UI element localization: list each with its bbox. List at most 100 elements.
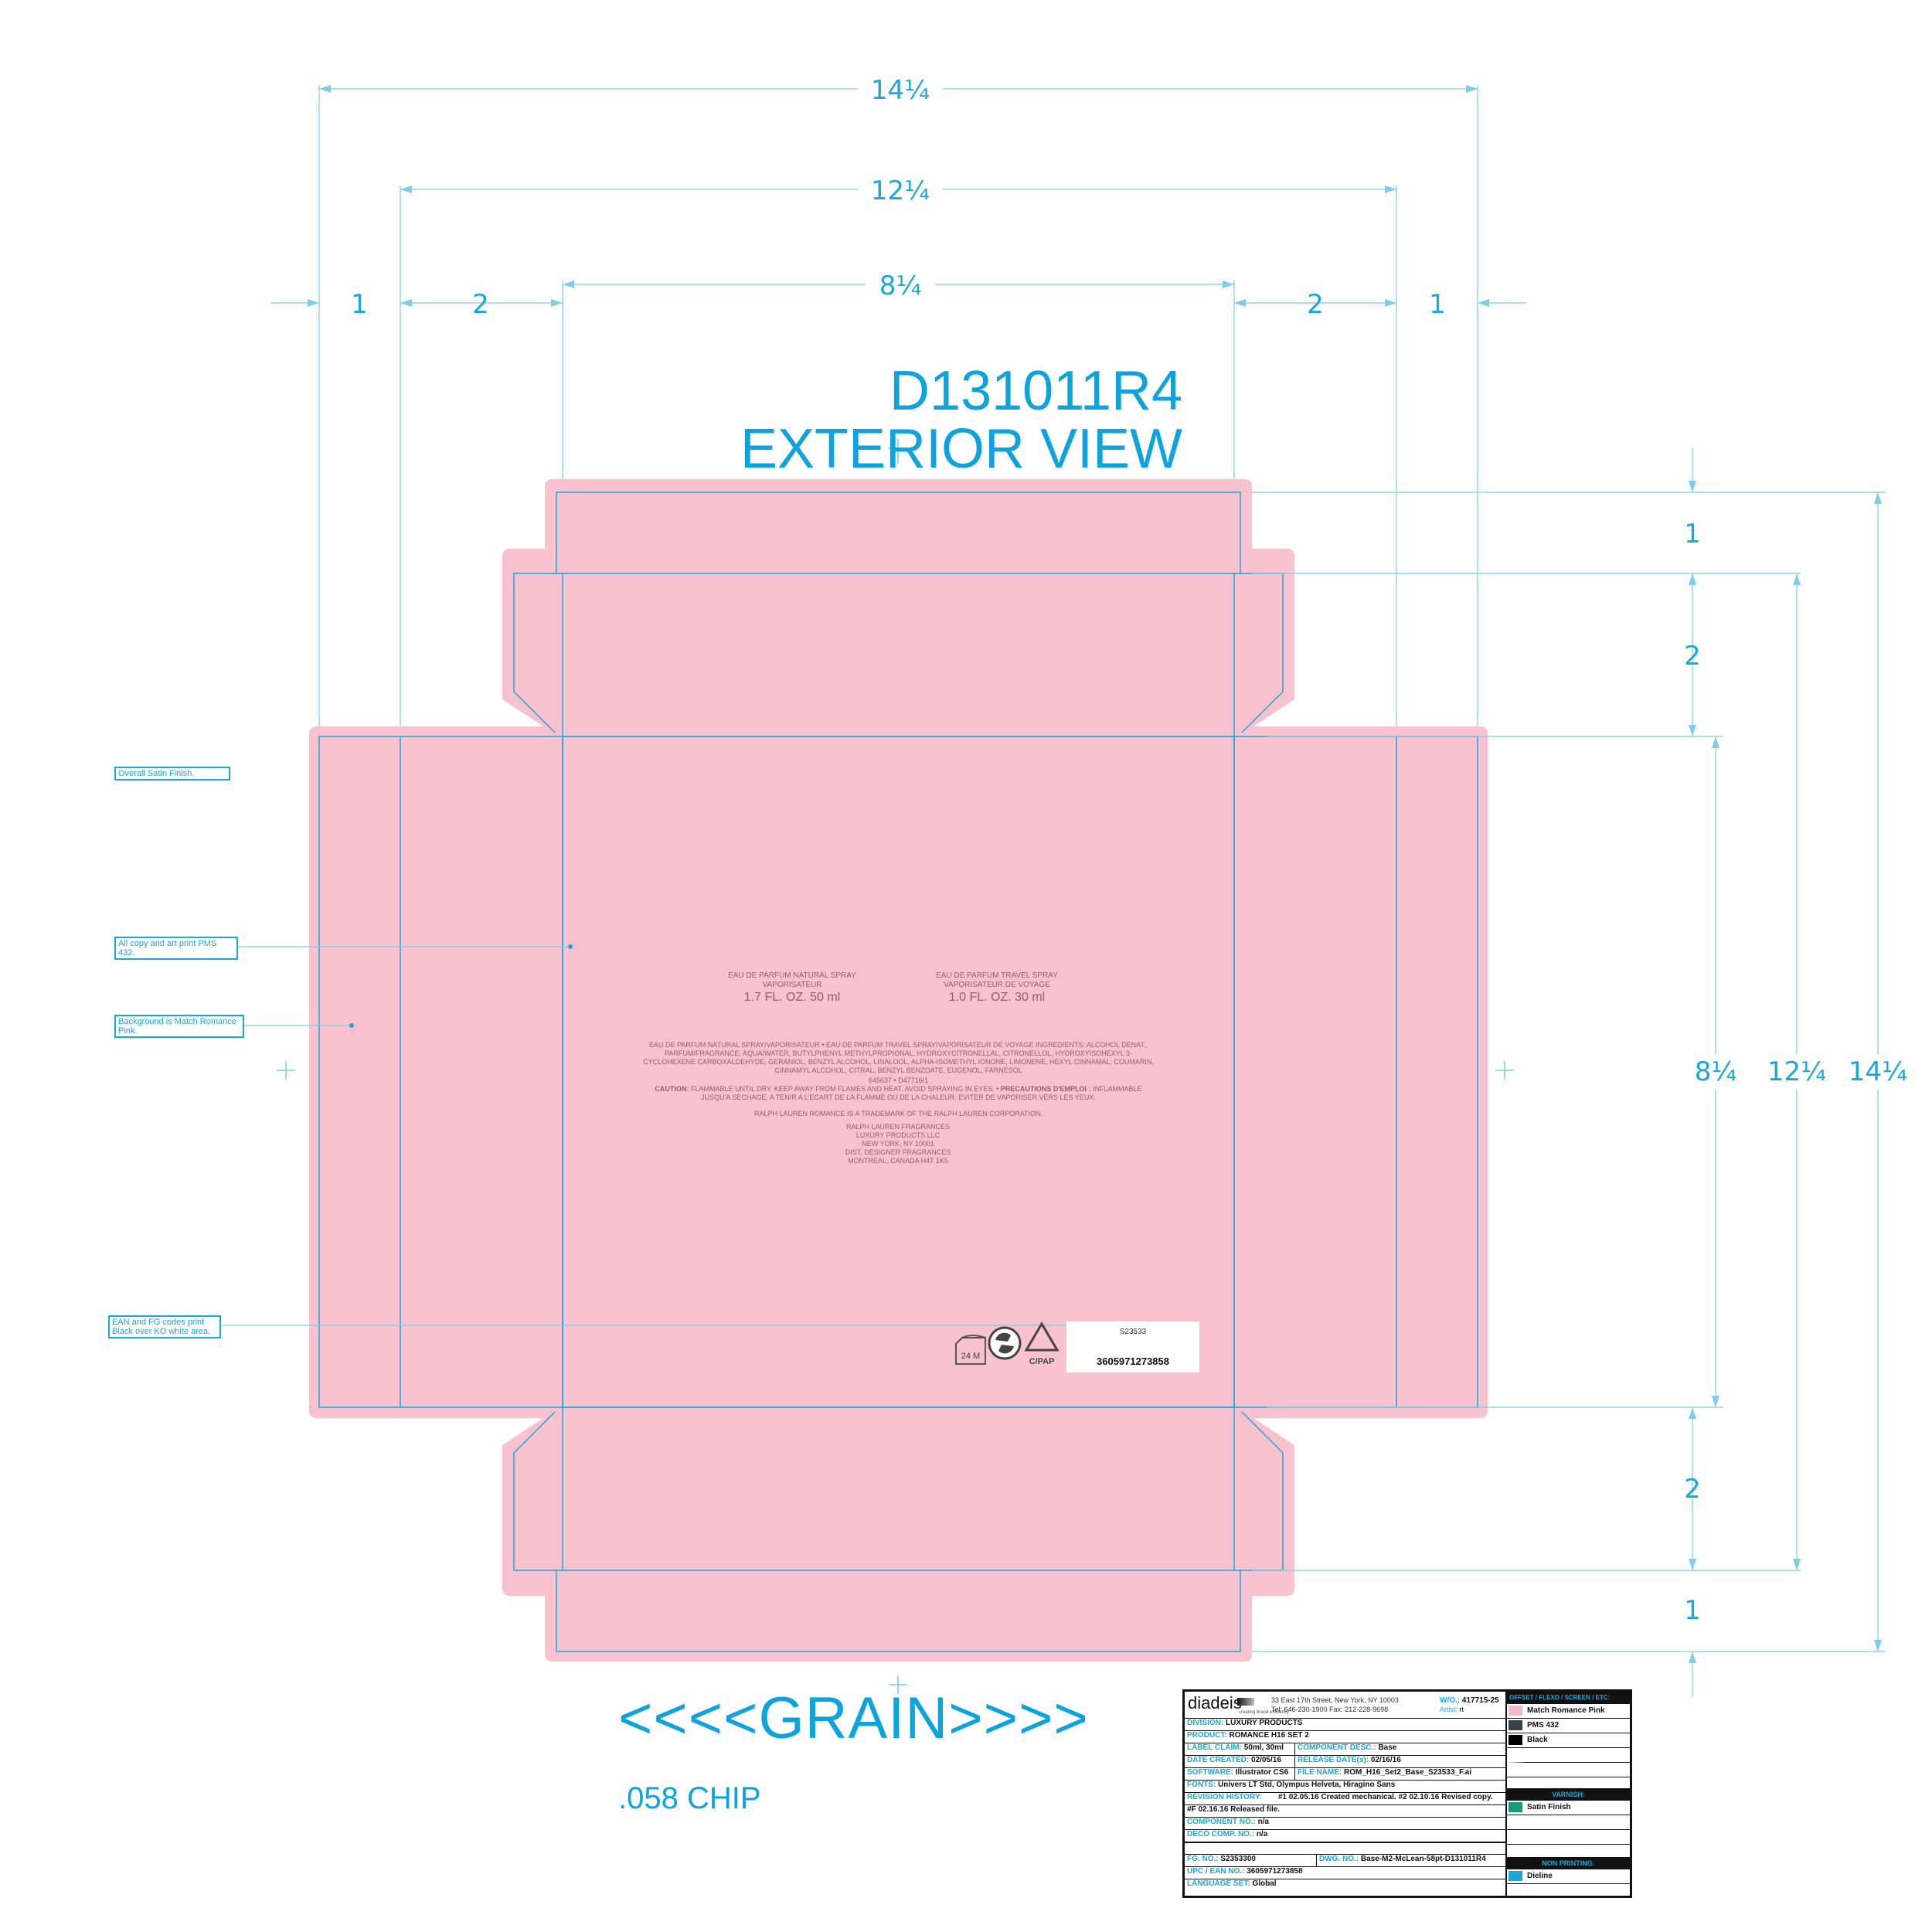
- company-logo: diadeis: [1188, 1693, 1242, 1713]
- product-label: PRODUCT:: [1187, 1731, 1227, 1740]
- dim-right-side: 2: [1307, 289, 1324, 320]
- logo-bar: [1237, 1698, 1254, 1706]
- comp-no-label: COMPONENT NO.:: [1187, 1818, 1256, 1826]
- company-phone: Tel: 646-230-1900 Fax: 212-228-9698: [1271, 1706, 1389, 1713]
- lang-value: Global: [1252, 1879, 1277, 1888]
- revision-value-2: #F 02.16.16 Released file.: [1187, 1805, 1281, 1814]
- dim-top-middle: 12¼: [871, 175, 930, 206]
- chip-caliper: .058 CHIP: [618, 1781, 761, 1815]
- precautions-label: PRECAUTIONS D'EMPLOI :: [1000, 1085, 1091, 1093]
- dieline-lines: [318, 492, 1478, 1652]
- product-left-line2: VAPORISATEUR: [762, 981, 822, 989]
- upc-label: UPC / EAN NO.:: [1187, 1867, 1245, 1876]
- dim-right-overall: 14¼: [1849, 1056, 1907, 1087]
- caution-text: CAUTION: FLAMMABLE UNTIL DRY. KEEP AWAY …: [641, 1085, 1155, 1102]
- dim-right-middle: 12¼: [1767, 1056, 1826, 1087]
- wo-number: 417715-25: [1461, 1696, 1499, 1705]
- view-label: EXTERIOR VIEW: [740, 418, 1182, 480]
- color-1: Match Romance Pink: [1527, 1706, 1605, 1715]
- pao-icon: 24 M: [955, 1335, 986, 1365]
- dim-right-inner: 8¼: [1695, 1056, 1737, 1087]
- comp-desc-label: COMPONENT DESC.:: [1298, 1743, 1376, 1752]
- swatch-satin: [1509, 1802, 1522, 1812]
- deco-label: DECO COMP. NO.:: [1187, 1830, 1255, 1838]
- lang-label: LANGUAGE SET:: [1187, 1879, 1250, 1888]
- swatch-dieline: [1509, 1871, 1522, 1881]
- dim-right-bottom-side: 2: [1684, 1474, 1701, 1505]
- dimension-labels: 14¼ 12¼ 8¼ 1 2 2 1 1 2 8¼ 12¼ 14¼ 2 1: [351, 73, 1917, 1626]
- product-left-size: 1.7 FL. OZ. 50 ml: [743, 991, 841, 1004]
- colors-header: OFFSET / FLEXO / SCREEN / ETC:: [1507, 1692, 1630, 1704]
- dwg-label: DWG. NO.:: [1319, 1855, 1359, 1863]
- recycle-triangle-icon: C/PAP: [1024, 1321, 1060, 1366]
- grain-direction: <<<<GRAIN>>>>: [618, 1685, 1089, 1751]
- file-value: ROM_H16_Set2_Base_S23533_F.ai: [1344, 1768, 1472, 1777]
- product-right-size: 1.0 FL. OZ. 30 ml: [948, 991, 1046, 1004]
- color-2: PMS 432: [1527, 1721, 1560, 1730]
- software-value: Illustrator CS6: [1235, 1768, 1289, 1777]
- trademark-text: RALPH LAUREN ROMANCE IS A TRADEMARK OF T…: [753, 1110, 1043, 1117]
- dim-right-bottom-flap: 1: [1684, 1595, 1701, 1626]
- dim-right-top-flap: 1: [1684, 519, 1701, 549]
- left-side-panel: [400, 736, 563, 1408]
- fonts-value: Univers LT Std, Olympus Helveta, Hiragin…: [1218, 1781, 1396, 1789]
- deco-value: n/a: [1256, 1830, 1268, 1838]
- date-value: 02/05/16: [1250, 1756, 1281, 1764]
- division-value: LUXURY PRODUCTS: [1226, 1719, 1303, 1727]
- ean-number: 3605971273858: [1097, 1355, 1169, 1367]
- ean-ko-white-area: S23533 3605971273858: [1066, 1321, 1199, 1372]
- fg-code: S23533: [1119, 1328, 1147, 1336]
- codes-text: 645637 • D47716/1: [868, 1077, 929, 1084]
- swatch-black: [1509, 1735, 1522, 1745]
- release-label: RELEASE DATE(s):: [1298, 1756, 1369, 1764]
- title-block-colors: OFFSET / FLEXO / SCREEN / ETC: Match Rom…: [1507, 1692, 1630, 1896]
- varnish-1: Satin Finish: [1527, 1803, 1571, 1811]
- product-left-line1: EAU DE PARFUM NATURAL SPRAY: [728, 971, 856, 980]
- fg-label: FG. NO.:: [1187, 1855, 1219, 1863]
- revision-value: #1 02.05.16 Created mechanical. #2 02.10…: [1277, 1793, 1493, 1801]
- ingredients-text: EAU DE PARFUM NATURAL SPRAY/VAPORISATEUR…: [643, 1041, 1154, 1074]
- company-address: 33 East 17th Street, New York, NY 10003: [1271, 1696, 1399, 1704]
- note-copy-color: All copy and art print PMS 432.: [114, 937, 238, 960]
- claim-label: LABEL CLAIM:: [1187, 1743, 1242, 1752]
- note-ean-codes: EAN and FG codes print Black over KO whi…: [108, 1315, 221, 1338]
- comp-desc-value: Base: [1378, 1743, 1397, 1752]
- dim-left-flap: 1: [351, 289, 368, 320]
- top-side-panel: [562, 573, 1235, 737]
- address-block: RALPH LAUREN FRAGRANCES LUXURY PRODUCTS …: [782, 1123, 1014, 1165]
- swatch-pms432: [1509, 1720, 1522, 1730]
- varnish-header: VARNISH:: [1507, 1788, 1630, 1801]
- file-label: FILE NAME:: [1298, 1768, 1342, 1777]
- product-right-line1: EAU DE PARFUM TRAVEL SPRAY: [936, 971, 1058, 980]
- pao-label: 24 M: [961, 1352, 980, 1361]
- dim-top-inner: 8¼: [879, 270, 922, 301]
- comp-no-value: n/a: [1257, 1818, 1270, 1826]
- fonts-label: FONTS:: [1187, 1781, 1216, 1789]
- bottom-left-tuck: [513, 1411, 563, 1571]
- address-line: LUXURY PRODUCTS LLC: [855, 1131, 940, 1139]
- dim-right-flap: 1: [1429, 289, 1446, 320]
- nonprint-header: NON PRINTING:: [1507, 1857, 1630, 1869]
- date-label: DATE CREATED:: [1187, 1756, 1250, 1764]
- note-background-color: Background is Match Romance Pink.: [114, 1015, 244, 1038]
- software-label: SOFTWARE:: [1187, 1768, 1233, 1777]
- color-3: Black: [1527, 1736, 1548, 1744]
- color-list: Match Romance Pink PMS 432 Black: [1507, 1704, 1630, 1792]
- release-value: 02/16/16: [1370, 1756, 1401, 1764]
- address-line: NEW YORK, NY 10001: [862, 1140, 934, 1148]
- product-right-block: EAU DE PARFUM TRAVEL SPRAY VAPORISATEUR …: [885, 971, 1109, 1005]
- left-flap: [318, 736, 400, 1408]
- product-right-line2: VAPORISATEUR DE VOYAGE: [944, 981, 1050, 989]
- bottom-flap: [556, 1570, 1241, 1652]
- claim-value: 50ml, 30ml: [1243, 1743, 1284, 1752]
- product-left-block: EAU DE PARFUM NATURAL SPRAY VAPORISATEUR…: [680, 971, 904, 1005]
- artist-value: rt: [1459, 1706, 1464, 1713]
- address-line: DIST. DESIGNER FRAGRANCES: [845, 1148, 951, 1156]
- wo-label: W/O.:: [1440, 1696, 1461, 1705]
- artist-label: Artist:: [1440, 1706, 1458, 1713]
- drawing-number: D131011R4: [889, 360, 1182, 422]
- top-left-tuck: [513, 573, 563, 733]
- precautions-body: INFLAMMABLE JUSQU'A SECHAGE. A TENIR A L…: [701, 1085, 1142, 1101]
- dimension-arrows: [308, 85, 1882, 1663]
